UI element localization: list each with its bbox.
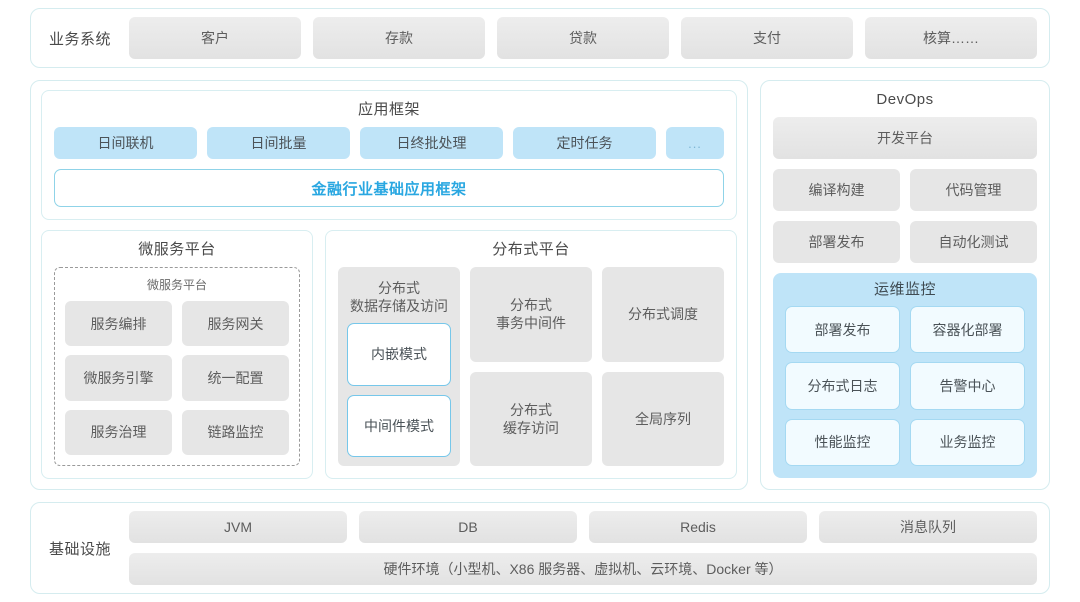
- appfw-item-eod-batch[interactable]: 日终批处理: [360, 127, 503, 159]
- distributed-storage-modes: 内嵌模式 中间件模式: [347, 323, 451, 457]
- microservice-dashed-box: 微服务平台 服务编排 服务网关 微服务引擎 统一配置 服务治理 链路监控: [54, 267, 300, 466]
- distributed-item-scheduling[interactable]: 分布式调度: [602, 267, 724, 362]
- microservice-platform-panel: 微服务平台 微服务平台 服务编排 服务网关 微服务引擎 统一配置 服务治理 链路…: [41, 230, 313, 479]
- appfw-item-scheduled-task[interactable]: 定时任务: [513, 127, 656, 159]
- application-framework-chips: 日间联机 日间批量 日终批处理 定时任务 ...: [54, 127, 724, 159]
- ops-item-business-monitor[interactable]: 业务监控: [910, 418, 1025, 466]
- business-item-payment[interactable]: 支付: [681, 17, 853, 59]
- ops-item-distributed-log[interactable]: 分布式日志: [785, 362, 900, 410]
- distributed-platform-panel: 分布式平台 分布式 数据存储及访问 内嵌模式 中间件模式 分布式 事务中间件 分…: [325, 230, 737, 479]
- microservice-grid: 服务编排 服务网关 微服务引擎 统一配置 服务治理 链路监控: [65, 301, 289, 455]
- microservice-item-orchestration[interactable]: 服务编排: [65, 301, 172, 347]
- distributed-platform-title: 分布式平台: [492, 241, 570, 258]
- infra-item-redis[interactable]: Redis: [589, 511, 807, 543]
- business-system-row: 业务系统 客户 存款 贷款 支付 核算……: [30, 8, 1050, 68]
- microservice-item-engine[interactable]: 微服务引擎: [65, 355, 172, 401]
- infra-item-db[interactable]: DB: [359, 511, 577, 543]
- distributed-data-storage-cell[interactable]: 分布式 数据存储及访问 内嵌模式 中间件模式: [338, 267, 460, 466]
- devops-item-code-management[interactable]: 代码管理: [910, 169, 1037, 211]
- appfw-item-more[interactable]: ...: [666, 127, 724, 159]
- appfw-item-daytime-batch[interactable]: 日间批量: [207, 127, 350, 159]
- distributed-item-transaction-middleware[interactable]: 分布式 事务中间件: [470, 267, 592, 362]
- devops-title: DevOps: [876, 91, 934, 108]
- infra-item-message-queue[interactable]: 消息队列: [819, 511, 1037, 543]
- microservice-item-trace-monitor[interactable]: 链路监控: [182, 409, 289, 455]
- devops-item-deploy-release[interactable]: 部署发布: [773, 221, 900, 263]
- infrastructure-components: JVM DB Redis 消息队列: [129, 511, 1037, 543]
- ops-item-performance-monitor[interactable]: 性能监控: [785, 418, 900, 466]
- microservice-item-governance[interactable]: 服务治理: [65, 409, 172, 455]
- distributed-item-cache-access[interactable]: 分布式 缓存访问: [470, 371, 592, 466]
- devops-item-dev-platform[interactable]: 开发平台: [773, 117, 1037, 159]
- infra-item-jvm[interactable]: JVM: [129, 511, 347, 543]
- distributed-data-storage-label: 分布式 数据存储及访问: [350, 280, 448, 315]
- devops-row-1: 编译构建 代码管理: [773, 169, 1037, 211]
- lower-platforms: 微服务平台 微服务平台 服务编排 服务网关 微服务引擎 统一配置 服务治理 链路…: [41, 230, 737, 479]
- appfw-item-daytime-online[interactable]: 日间联机: [54, 127, 197, 159]
- ops-monitor-grid: 部署发布 容器化部署 分布式日志 告警中心 性能监控 业务监控: [785, 306, 1025, 466]
- ops-monitor-title: 运维监控: [873, 281, 936, 298]
- distributed-grid: 分布式 数据存储及访问 内嵌模式 中间件模式 分布式 事务中间件 分布式调度 分…: [338, 267, 724, 466]
- infrastructure-row: 基础设施 JVM DB Redis 消息队列 硬件环境（小型机、X86 服务器、…: [30, 502, 1050, 594]
- devops-row-2: 部署发布 自动化测试: [773, 221, 1037, 263]
- microservice-platform-title: 微服务平台: [138, 241, 216, 258]
- devops-item-compile-build[interactable]: 编译构建: [773, 169, 900, 211]
- application-framework-title: 应用框架: [357, 101, 420, 118]
- financial-base-framework-banner: 金融行业基础应用框架: [54, 169, 724, 207]
- devops-item-automated-test[interactable]: 自动化测试: [910, 221, 1037, 263]
- devops-panel: DevOps 开发平台 编译构建 代码管理 部署发布 自动化测试 运维监控 部署…: [760, 80, 1050, 490]
- ops-item-alert-center[interactable]: 告警中心: [910, 362, 1025, 410]
- business-item-customer[interactable]: 客户: [129, 17, 301, 59]
- distributed-item-global-sequence[interactable]: 全局序列: [602, 371, 724, 466]
- business-item-deposit[interactable]: 存款: [313, 17, 485, 59]
- microservice-item-unified-config[interactable]: 统一配置: [182, 355, 289, 401]
- microservice-item-gateway[interactable]: 服务网关: [182, 301, 289, 347]
- application-framework-panel: 应用框架 日间联机 日间批量 日终批处理 定时任务 ... 金融行业基础应用框架: [41, 90, 737, 220]
- ops-item-deploy-release[interactable]: 部署发布: [785, 306, 900, 354]
- business-system-chips: 客户 存款 贷款 支付 核算……: [129, 17, 1037, 59]
- ops-monitor-panel: 运维监控 部署发布 容器化部署 分布式日志 告警中心 性能监控 业务监控: [773, 273, 1037, 478]
- infrastructure-body: JVM DB Redis 消息队列 硬件环境（小型机、X86 服务器、虚拟机、云…: [129, 511, 1037, 585]
- business-item-loan[interactable]: 贷款: [497, 17, 669, 59]
- platform-left-column: 应用框架 日间联机 日间批量 日终批处理 定时任务 ... 金融行业基础应用框架…: [30, 80, 748, 490]
- business-item-accounting[interactable]: 核算……: [865, 17, 1037, 59]
- infrastructure-label: 基础设施: [48, 540, 111, 558]
- microservice-inner-title: 微服务平台: [146, 278, 207, 292]
- devops-top: DevOps 开发平台 编译构建 代码管理 部署发布 自动化测试: [773, 81, 1037, 263]
- infra-item-hardware-environment[interactable]: 硬件环境（小型机、X86 服务器、虚拟机、云环境、Docker 等）: [129, 553, 1037, 585]
- business-system-label: 业务系统: [48, 30, 111, 48]
- storage-mode-middleware[interactable]: 中间件模式: [347, 394, 451, 457]
- ops-item-containerized-deploy[interactable]: 容器化部署: [910, 306, 1025, 354]
- platform-row: 应用框架 日间联机 日间批量 日终批处理 定时任务 ... 金融行业基础应用框架…: [30, 80, 1050, 490]
- storage-mode-embedded[interactable]: 内嵌模式: [347, 323, 451, 386]
